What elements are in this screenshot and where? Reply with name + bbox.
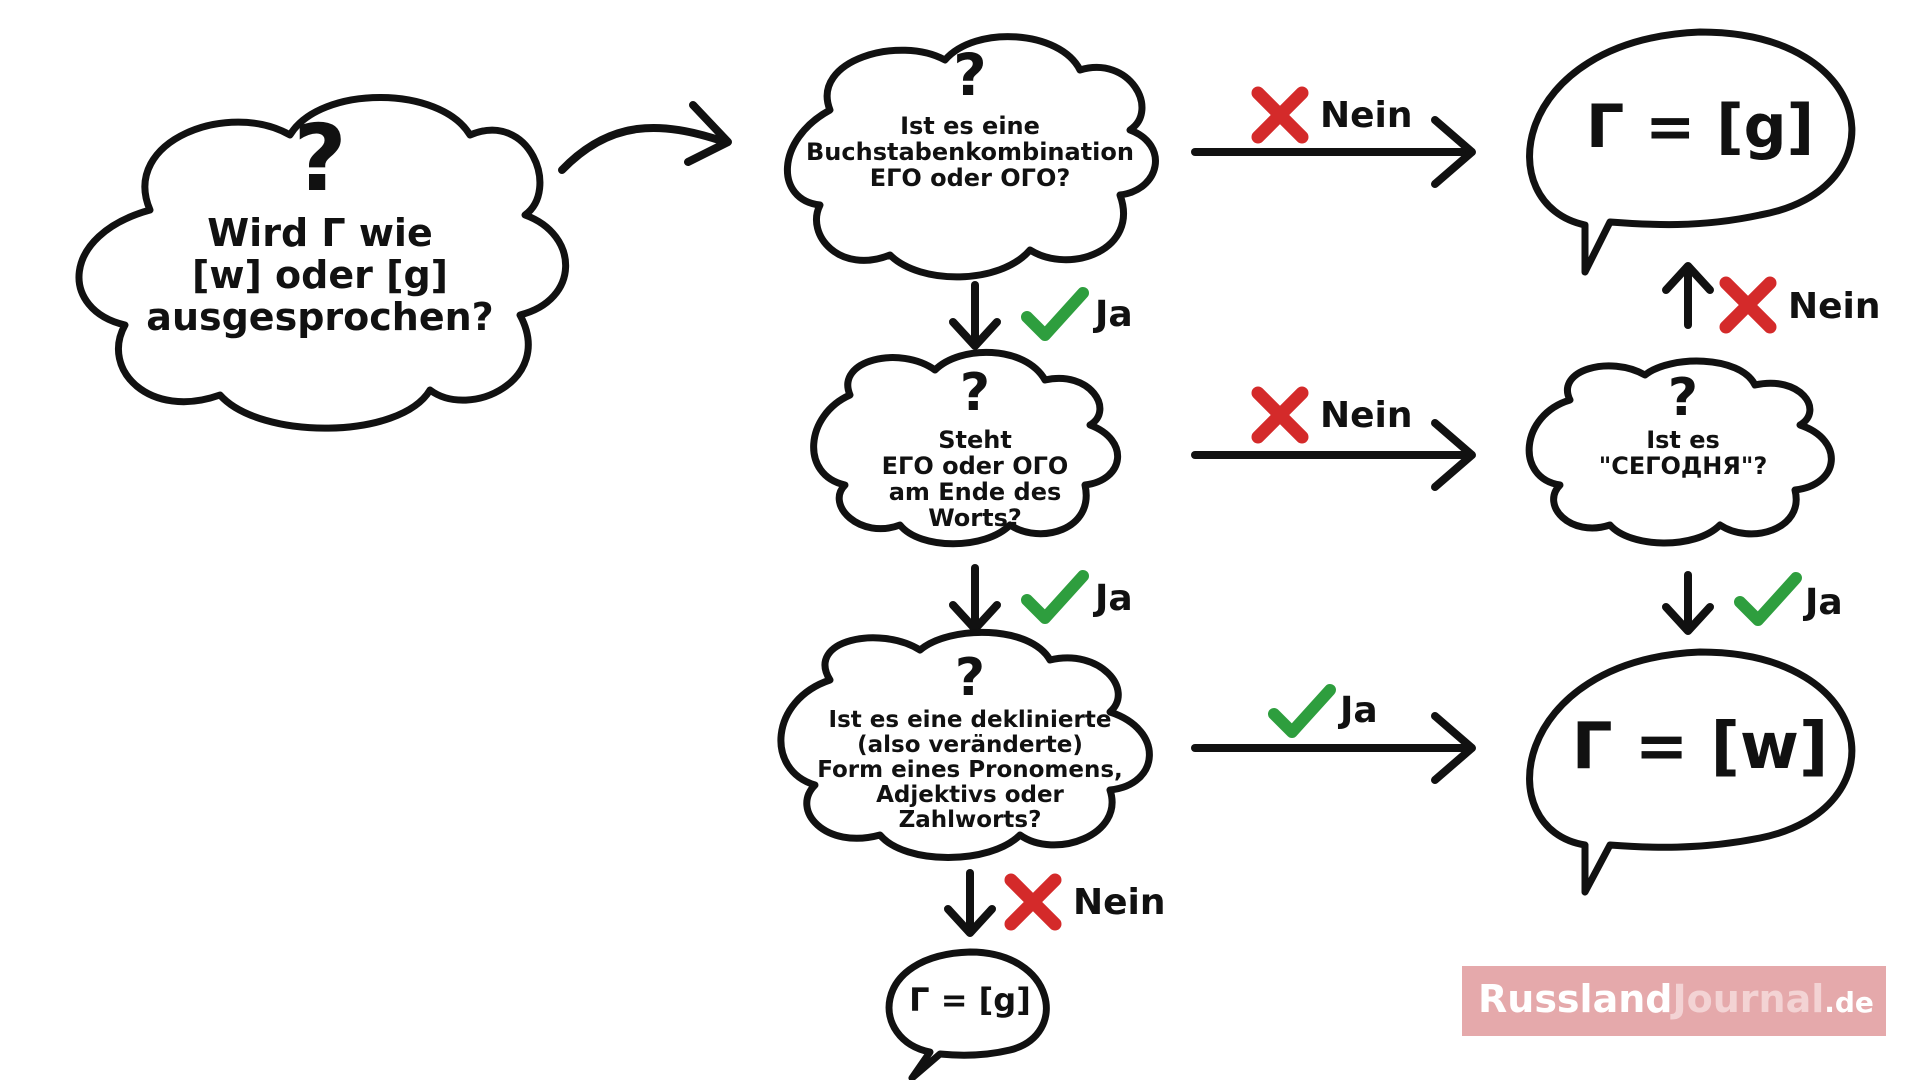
q1-ja-label: Ja [1092,294,1133,335]
result-w-bubble: Г = [w] [1526,648,1856,896]
question-cloud-1: ? Ist es eine Buchstabenkombination ЕГО … [783,33,1159,281]
question-cloud-4: ? Ist es "СЕГОДНЯ"? [1525,357,1835,547]
q3-line-4: Adjektivs oder [876,782,1064,808]
edge-q2-nein: Nein [1191,393,1476,491]
q1-line-3: ЕГО oder ОГО? [870,164,1071,192]
result-g-bottom-text: Г = [g] [909,981,1031,1019]
q3-line-1: Ist es eine deklinierte [829,707,1112,733]
russlandjournal-logo: RusslandJournal.de [1462,966,1886,1036]
q4-nein-label: Nein [1788,286,1881,327]
start-line-2: [w] oder [g] [192,253,448,297]
edge-q4-ja: Ja [1662,571,1843,635]
edge-q1-ja: Ja [949,281,1133,350]
q1-line-1: Ist es eine [900,112,1040,140]
edge-q2-ja: Ja [949,564,1133,633]
result-w-text: Г = [w] [1572,710,1829,784]
q3-line-2: (also veränderte) [857,732,1083,758]
q4-question-mark: ? [1668,368,1698,428]
q3-nein-label: Nein [1073,882,1166,923]
question-cloud-3: ? Ist es eine deklinierte (also veränder… [777,628,1153,861]
logo-part-3: .de [1824,986,1874,1019]
q1-question-mark: ? [953,41,987,109]
q2-line-1: Steht [938,426,1012,454]
arrow-start-to-q1 [558,101,732,174]
q2-nein-label: Nein [1320,395,1413,436]
q1-line-2: Buchstabenkombination [806,138,1134,166]
start-question-mark: ? [293,105,346,212]
edge-q3-ja: Ja [1191,690,1476,784]
q4-line-1: Ist es [1646,426,1720,454]
q4-ja-label: Ja [1802,582,1843,623]
q1-nein-label: Nein [1320,95,1413,136]
q4-line-2: "СЕГОДНЯ"? [1599,452,1768,480]
q2-line-3: am Ende des [889,478,1062,506]
start-line-1: Wird Г wie [207,211,432,255]
q3-line-5: Zahlworts? [899,807,1042,833]
question-cloud-2: ? Steht ЕГО oder ОГО am Ende des Worts? [810,348,1121,548]
logo-part-1: Russland [1478,977,1672,1021]
q3-line-3: Form eines Pronomens, [817,757,1123,783]
result-g-bottom-bubble: Г = [g] [885,948,1050,1082]
start-line-3: ausgesprochen? [146,295,493,339]
q3-ja-label: Ja [1337,690,1378,731]
q2-line-2: ЕГО oder ОГО [882,452,1069,480]
result-g-top-text: Г = [g] [1586,92,1814,162]
result-g-top-bubble: Г = [g] [1526,28,1856,276]
edge-q4-nein: Nein [1662,262,1881,327]
start-cloud: ? Wird Г wie [w] oder [g] ausgesprochen? [75,94,570,432]
q2-line-4: Worts? [928,504,1022,532]
q2-ja-label: Ja [1092,578,1133,619]
svg-text:RusslandJournal.de: RusslandJournal.de [1478,977,1874,1021]
edge-q1-nein: Nein [1191,93,1476,188]
edge-q3-nein: Nein [944,869,1166,937]
q2-question-mark: ? [960,363,990,423]
q3-question-mark: ? [955,648,985,708]
logo-part-2: Journal [1669,977,1824,1021]
